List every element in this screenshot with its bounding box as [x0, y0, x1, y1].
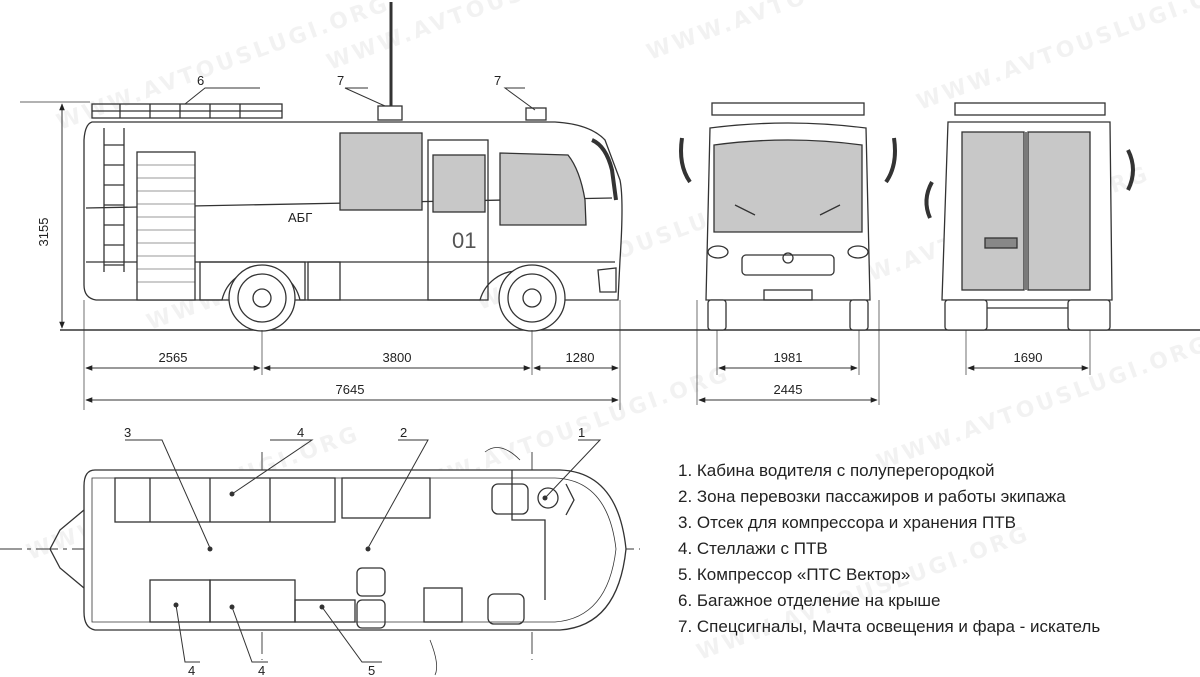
callout-leader: [344, 87, 386, 107]
rear-shutter: [136, 151, 196, 301]
legend-item: 6. Багажное отделение на крыше: [678, 591, 941, 610]
front-dimensions: [696, 300, 880, 405]
passenger-seat: [487, 593, 525, 625]
plan-view: [0, 439, 640, 676]
side-mirror: [591, 138, 618, 201]
legend-item: 1. Кабина водителя с полуперегородкой: [678, 461, 995, 480]
unit-number: 01: [452, 228, 476, 253]
rear-overhang-label: 1280: [566, 350, 595, 365]
front-view: [679, 102, 897, 331]
legend-item: 3. Отсек для компрессора и хранения ПТВ: [678, 513, 1016, 532]
seat: [356, 567, 386, 597]
zone-markers: [173, 491, 548, 610]
legend-item: 7. Спецсигналы, Мачта освещения и фара -…: [678, 617, 1101, 636]
front-tyre: [849, 299, 869, 331]
rear-view: [924, 102, 1135, 331]
height-label: 3155: [36, 218, 51, 247]
rear-tyre: [1067, 299, 1111, 331]
callout-leader: [503, 87, 536, 111]
watermark: WWW.AVTOUSLUGI.ORG: [644, 0, 984, 66]
callout-label: 7: [494, 73, 501, 88]
side-door: [427, 139, 489, 301]
grille: [741, 254, 835, 276]
rear-dimensions: [965, 330, 1091, 375]
callout-label: 2: [400, 425, 407, 440]
callout-label: 5: [368, 663, 375, 677]
steering-wheel: [537, 487, 559, 509]
rear-wheel: [228, 264, 296, 332]
roof-beacon: [525, 107, 547, 121]
callout-label: 4: [188, 663, 195, 677]
legend-item: 2. Зона перевозки пассажиров и работы эк…: [678, 487, 1066, 506]
rear-ladder-plan: [49, 509, 85, 589]
driver-seat: [491, 483, 529, 515]
rear-light-bar: [954, 102, 1106, 116]
rear-ladder: [103, 128, 125, 272]
cab-partition: [511, 470, 546, 600]
callout-label: 7: [337, 73, 344, 88]
rear-door-left: [961, 131, 1025, 291]
front-wheel: [498, 264, 566, 332]
windscreen: [713, 139, 863, 233]
rear-track-label: 1690: [1014, 350, 1043, 365]
watermark: WWW.AVTOUSLUGI.ORG: [914, 0, 1200, 116]
legend-item: 4. Стеллажи с ПТВ: [678, 539, 828, 558]
compressor-unit: [294, 599, 356, 623]
side-dimensions: [20, 101, 621, 410]
body-mark: АБГ: [288, 210, 312, 225]
overall-width-label: 2445: [774, 382, 803, 397]
legend-list: 1. Кабина водителя с полуперегородкой 2.…: [678, 458, 1100, 640]
rear-tyre: [944, 299, 988, 331]
callout-label: 1: [578, 425, 585, 440]
front-track-label: 1981: [774, 350, 803, 365]
callout-label: 4: [297, 425, 304, 440]
seat: [356, 599, 386, 629]
callout-label: 6: [197, 73, 204, 88]
callout-label: 3: [124, 425, 131, 440]
side-view: АБГ 01: [60, 2, 1200, 332]
compartment-top: [341, 477, 431, 519]
overall-length-label: 7645: [336, 382, 365, 397]
front-overhang-label: 2565: [159, 350, 188, 365]
plan-body: [83, 469, 627, 631]
front-light-bar: [711, 102, 865, 116]
front-tyre: [707, 299, 727, 331]
side-window: [339, 132, 423, 211]
headlamp: [597, 267, 617, 293]
cab-window: [499, 152, 587, 226]
callout-label: 4: [258, 663, 265, 677]
rear-door-right: [1027, 131, 1091, 291]
door-window: [432, 154, 486, 213]
legend-item: 5. Компрессор «ПТС Вектор»: [678, 565, 911, 584]
rack-top: [114, 477, 336, 523]
wheelbase-label: 3800: [383, 350, 412, 365]
callout-leader: [184, 87, 260, 105]
